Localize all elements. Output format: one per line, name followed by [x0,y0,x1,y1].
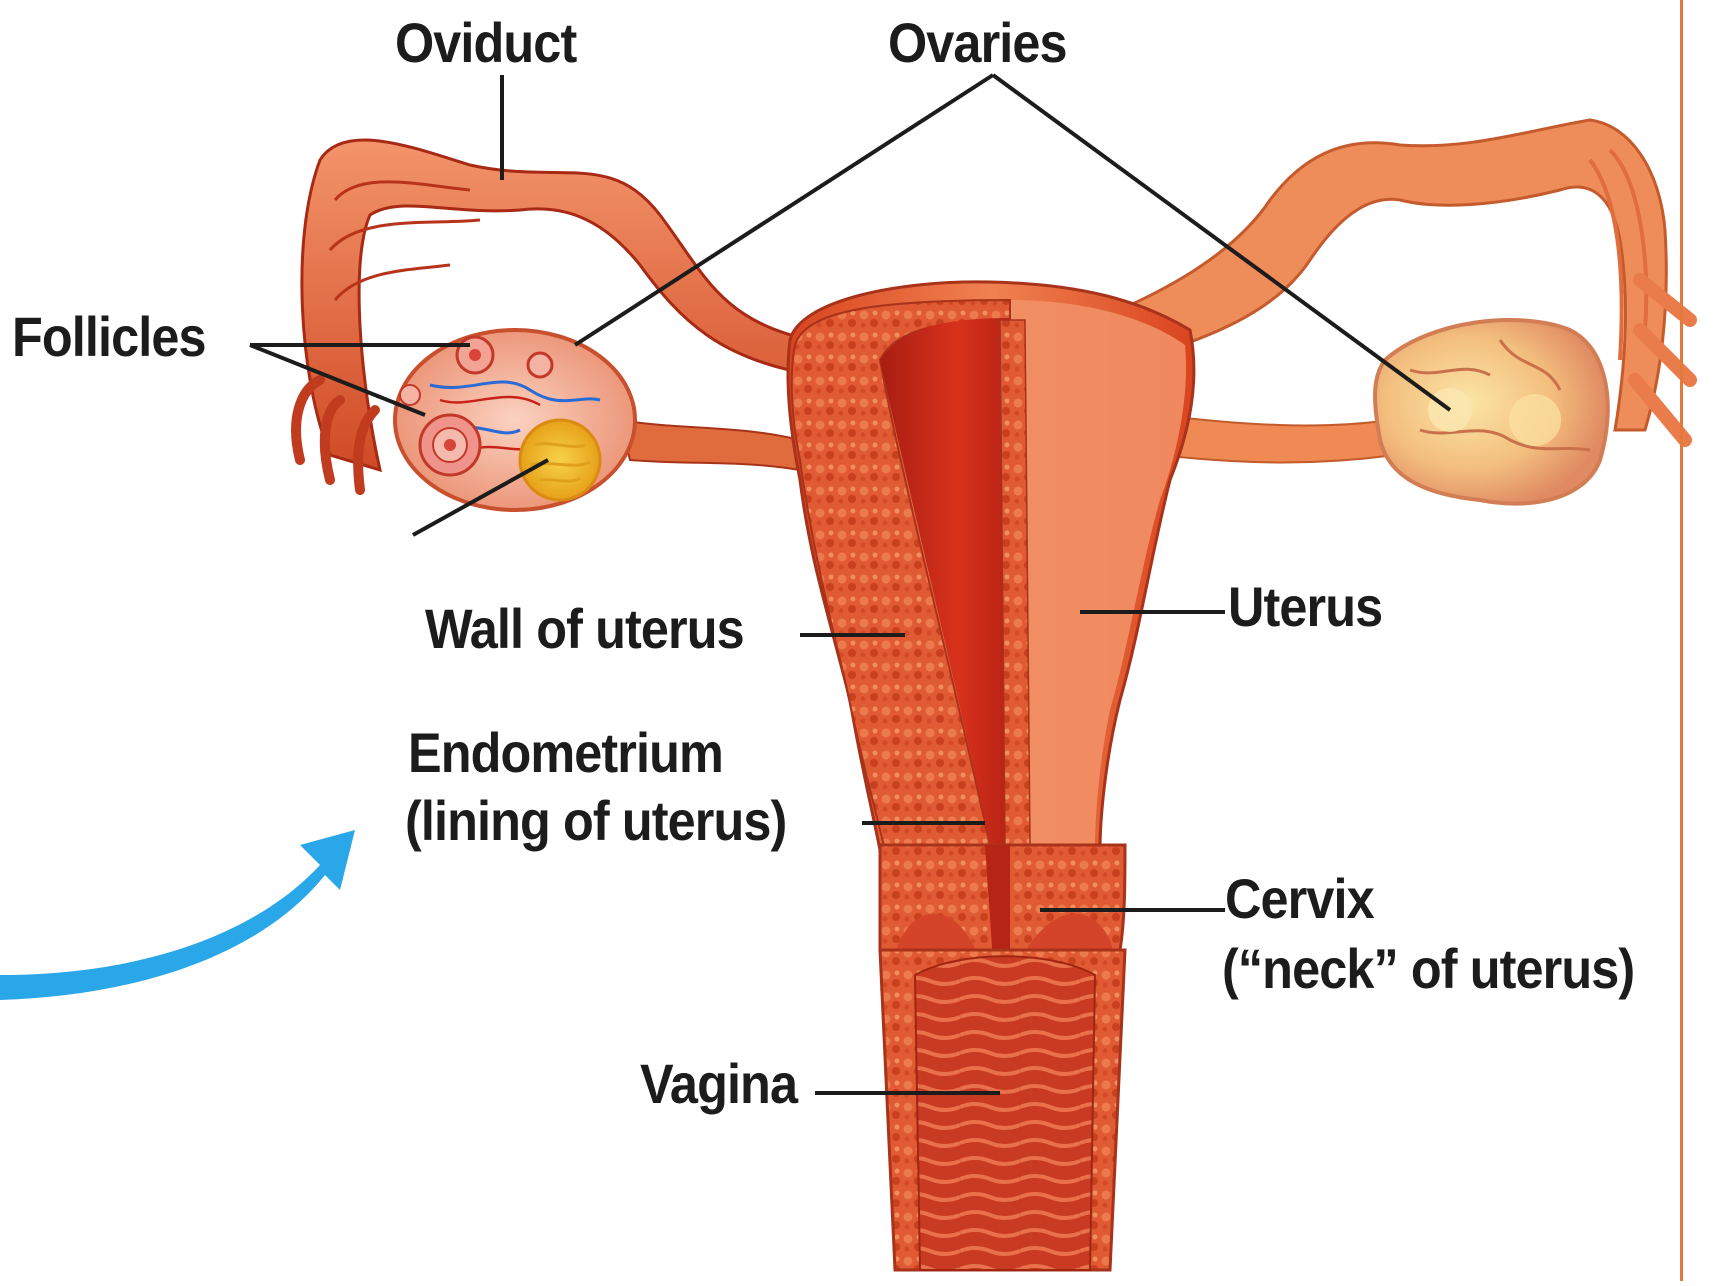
left-ligament [620,420,800,470]
label-uterus: Uterus [1228,578,1382,637]
label-ovaries: Ovaries [888,14,1067,73]
label-cervix: Cervix [1225,870,1374,929]
label-wall-of-uterus: Wall of uterus [425,600,744,659]
label-cervix-sub: (“neck” of uterus) [1222,940,1634,999]
label-oviduct: Oviduct [395,14,576,73]
slide-border-line [1680,0,1683,1281]
label-vagina: Vagina [640,1055,797,1114]
right-ovary [1375,320,1608,504]
right-ligament [1160,415,1395,463]
follicle-4 [400,385,420,405]
corpus-luteum [520,420,600,500]
follicle-2 [528,353,552,377]
label-endometrium-sub: (lining of uterus) [405,792,786,851]
pointer-arrow [0,830,355,1000]
label-follicles: Follicles [12,308,206,367]
label-endometrium: Endometrium [408,724,723,783]
